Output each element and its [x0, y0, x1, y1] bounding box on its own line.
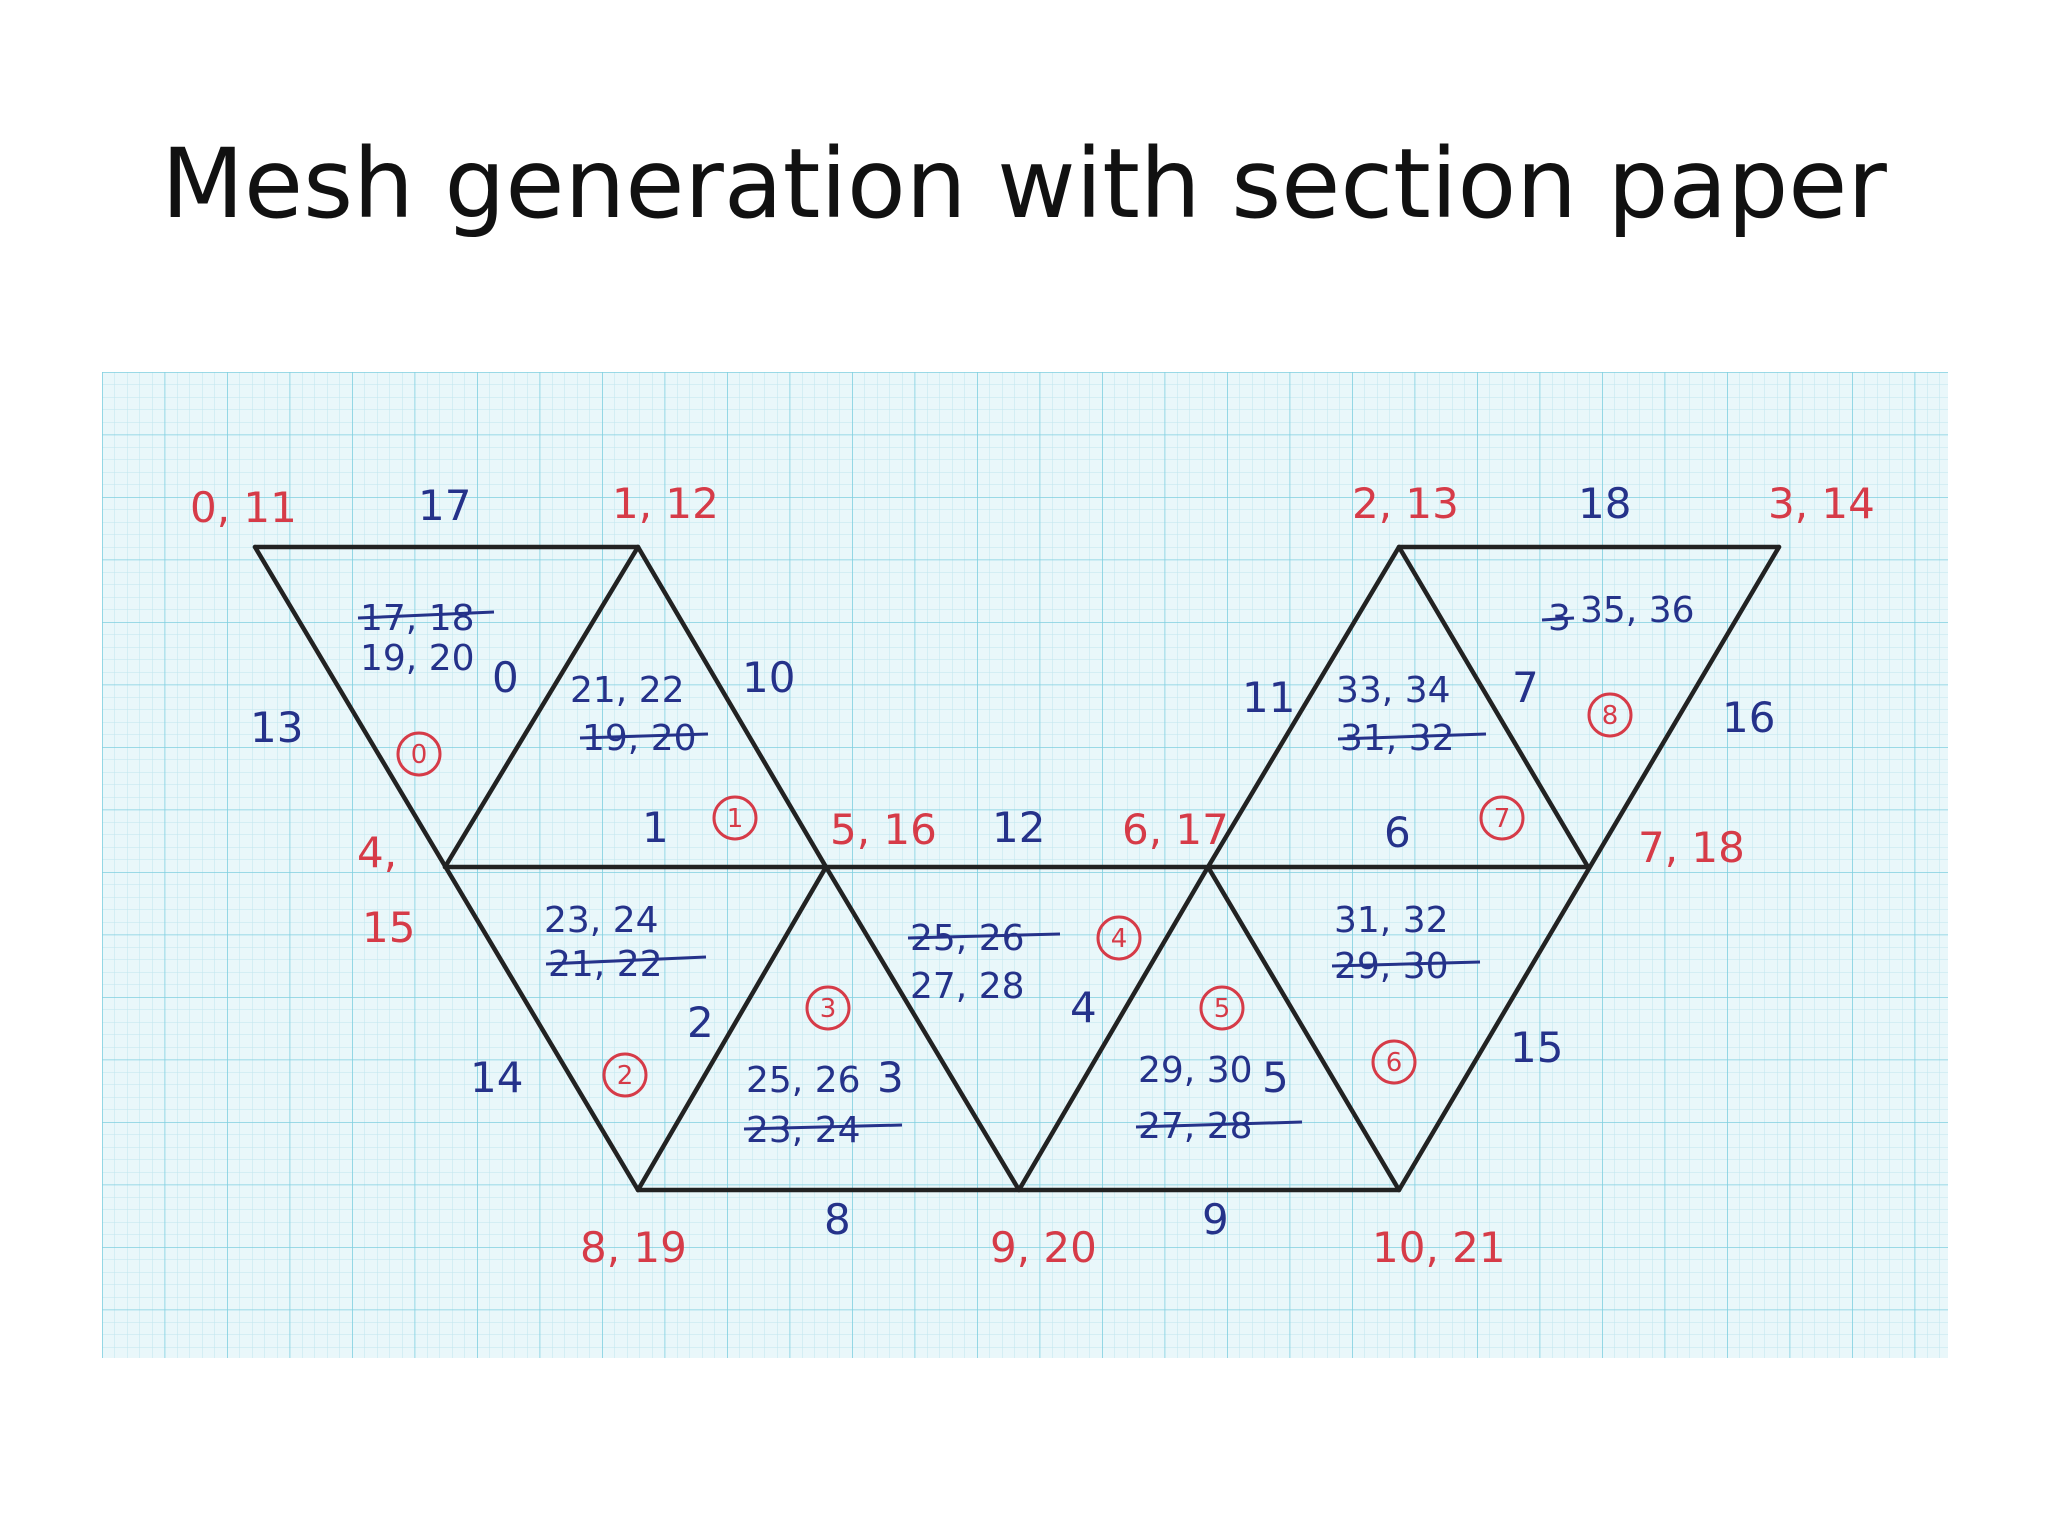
strike-line — [357, 610, 495, 620]
edge-label: 12 — [992, 803, 1045, 852]
element-node-lists: 17, 18 19, 20 21, 22 19, 20 23, 24 21, 2… — [357, 590, 1695, 1151]
edge-label: 11 — [1242, 673, 1295, 722]
edge-label: 18 — [1578, 479, 1631, 528]
edge-label: 17 — [418, 481, 471, 530]
current-list: 29, 30 — [1138, 1050, 1253, 1091]
element-marker: 8 — [1587, 692, 1633, 738]
node-label: 7, 18 — [1638, 823, 1745, 872]
slide-title: Mesh generation with section paper — [161, 128, 1887, 240]
current-list: 27, 28 — [910, 966, 1025, 1007]
mesh-edge — [1205, 864, 1402, 1193]
edge-label: 0 — [492, 653, 519, 702]
element-marker: 4 — [1096, 915, 1142, 961]
struck-list: 23, 24 — [746, 1110, 861, 1151]
node-label: 3, 14 — [1768, 479, 1875, 528]
node-label: 5, 16 — [830, 805, 937, 854]
mesh-edge — [1016, 864, 1211, 1193]
section-paper-photo: 0, 11 1, 12 2, 13 3, 14 4, 15 5, 16 6, 1… — [102, 372, 1948, 1358]
edge-label: 3 — [877, 1053, 904, 1102]
element-marker: 3 — [805, 985, 851, 1031]
edge-label: 9 — [1202, 1195, 1229, 1244]
edge-label: 7 — [1512, 663, 1539, 712]
node-label: 6, 17 — [1122, 805, 1229, 854]
node-label: 9, 20 — [990, 1223, 1097, 1272]
edge-label: 2 — [687, 998, 714, 1047]
strike-line — [1541, 616, 1575, 622]
mesh-edge — [635, 544, 829, 870]
edge-label: 16 — [1722, 693, 1775, 742]
mesh-edge — [635, 864, 829, 1193]
strike-line — [907, 932, 1061, 940]
current-list: 21, 22 — [570, 670, 685, 711]
mesh-edge — [1205, 544, 1402, 870]
element-number: 1 — [727, 804, 744, 834]
strike-line — [1331, 960, 1481, 968]
node-label: 4, — [357, 828, 397, 877]
node-labels: 0, 11 1, 12 2, 13 3, 14 4, 15 5, 16 6, 1… — [190, 479, 1875, 1272]
strike-line — [579, 732, 709, 740]
node-label: 0, 11 — [190, 483, 297, 532]
node-label: 1, 12 — [612, 479, 719, 528]
element-number: 5 — [1214, 994, 1231, 1024]
edge-labels: 17 18 13 0 10 11 7 16 1 12 6 2 3 4 5 14 … — [250, 479, 1775, 1244]
edge-label: 4 — [1070, 983, 1097, 1032]
element-number: 3 — [820, 994, 837, 1024]
element-marker: 6 — [1371, 1039, 1417, 1085]
element-marker: 0 — [396, 731, 442, 777]
element-marker: 2 — [602, 1052, 648, 1098]
current-list: 19, 20 — [360, 638, 475, 679]
current-list: 33, 34 — [1336, 670, 1451, 711]
edge-label: 13 — [250, 703, 303, 752]
edge-label: 10 — [742, 653, 795, 702]
element-number: 2 — [617, 1061, 634, 1091]
mesh-edge — [1396, 544, 1591, 870]
element-marker: 7 — [1479, 795, 1525, 841]
element-markers: 0 1 2 3 4 5 6 7 — [396, 692, 1633, 1098]
edge-label: 1 — [642, 803, 669, 852]
element-number: 6 — [1386, 1048, 1403, 1078]
mesh-edge — [823, 864, 1022, 1193]
strike-line — [1135, 1120, 1303, 1129]
current-list: 31, 32 — [1334, 900, 1449, 941]
current-list: 35, 36 — [1580, 590, 1695, 631]
strike-line — [545, 955, 707, 966]
current-list: 25, 26 — [746, 1060, 861, 1101]
element-number: 8 — [1602, 701, 1619, 731]
node-label: 15 — [362, 903, 415, 952]
edge-label: 15 — [1510, 1023, 1563, 1072]
element-number: 7 — [1494, 804, 1511, 834]
mesh-edge — [1396, 544, 1782, 1193]
edge-label: 8 — [824, 1195, 851, 1244]
node-label: 10, 21 — [1372, 1223, 1506, 1272]
edge-label: 6 — [1384, 808, 1411, 857]
element-number: 4 — [1111, 924, 1128, 954]
element-marker: 5 — [1199, 985, 1245, 1031]
mesh-edges — [252, 544, 1782, 1193]
element-number: 0 — [411, 740, 428, 770]
node-label: 2, 13 — [1352, 479, 1459, 528]
current-list: 23, 24 — [544, 900, 659, 941]
edge-label: 5 — [1262, 1053, 1289, 1102]
mesh-edge — [442, 544, 641, 870]
strike-line — [743, 1123, 903, 1131]
strike-line — [1337, 732, 1487, 741]
edge-label: 14 — [470, 1053, 523, 1102]
node-label: 8, 19 — [580, 1223, 687, 1272]
element-marker: 1 — [712, 795, 758, 841]
